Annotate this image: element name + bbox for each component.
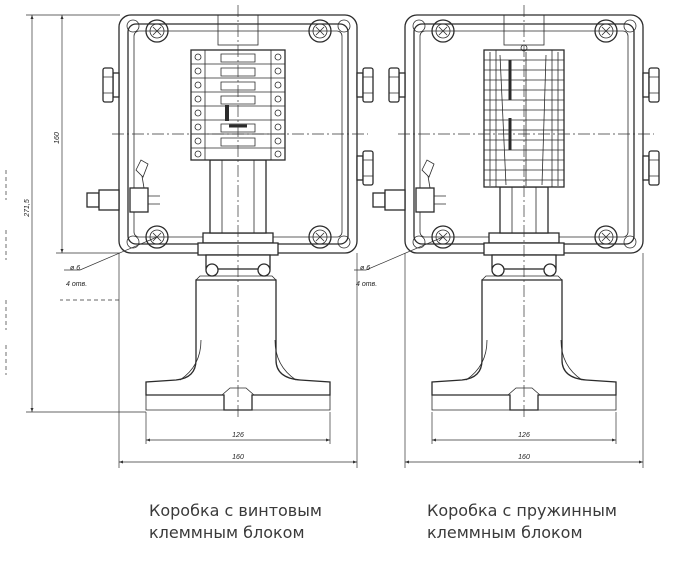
flange-width-label-right: 126 xyxy=(518,432,530,439)
height-total-label: 271,5 xyxy=(24,199,31,218)
height-box-label: 160 xyxy=(54,132,61,144)
caption-spring-terminal: Коробка с пружинным клеммным блоком xyxy=(427,501,617,542)
screw-terminal-box: ø 6 4 отв. xyxy=(60,5,373,420)
hole-diameter-label-2: ø 6 xyxy=(360,265,370,272)
spring-terminal-box: ø 6 4 отв. xyxy=(354,5,659,420)
dimension-lines xyxy=(5,14,644,468)
hole-count-label: 4 отв. xyxy=(66,281,87,288)
caption-screw-terminal: Коробка с винтовым клеммным блоком xyxy=(149,501,322,542)
hole-count-label-2: 4 отв. xyxy=(356,281,377,288)
box-width-label-left: 160 xyxy=(232,454,244,461)
flange-width-label-left: 126 xyxy=(232,432,244,439)
hole-diameter-label: ø 6 xyxy=(70,265,80,272)
box-width-label-right: 160 xyxy=(518,454,530,461)
